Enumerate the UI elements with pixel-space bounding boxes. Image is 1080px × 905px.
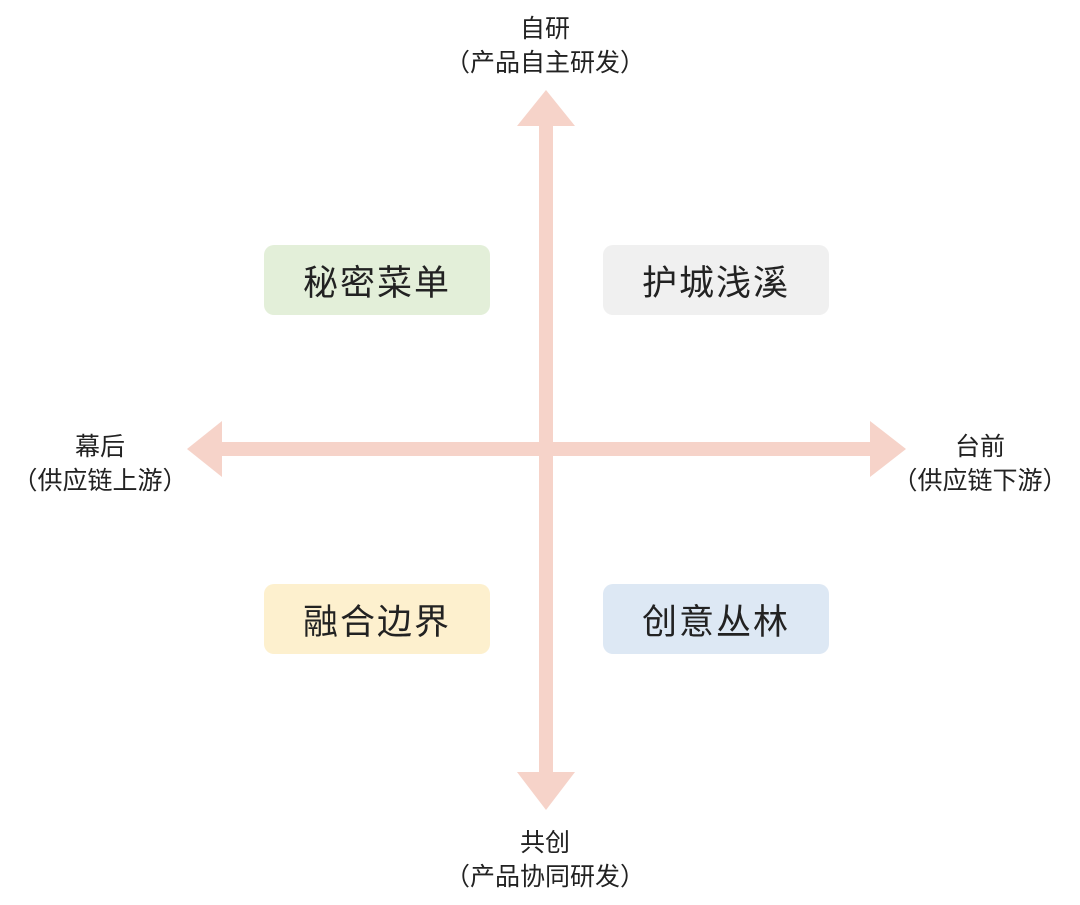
axis-label-left-title: 幕后 xyxy=(74,432,125,461)
axis-label-right: 台前 （供应链下游） xyxy=(880,430,1080,498)
quadrant-top-right-label: 护城浅溪 xyxy=(641,263,790,304)
axis-label-right-title: 台前 xyxy=(954,432,1005,461)
arrow-down-head xyxy=(517,772,575,810)
arrow-right-head xyxy=(870,421,906,477)
axis-label-right-subtitle: （供应链下游） xyxy=(892,466,1068,495)
axis-label-left-subtitle: （供应链上游） xyxy=(12,466,188,495)
axis-label-top: 自研 （产品自主研发） xyxy=(415,12,675,80)
quadrant-top-left: 秘密菜单 xyxy=(264,245,490,315)
quadrant-bottom-left-label: 融合边界 xyxy=(302,602,451,643)
axis-label-left: 幕后 （供应链上游） xyxy=(0,430,200,498)
quadrant-bottom-right: 创意丛林 xyxy=(603,584,829,654)
arrow-left-head xyxy=(187,421,222,477)
axis-label-bottom: 共创 （产品协同研发） xyxy=(415,826,675,894)
axis-label-bottom-subtitle: （产品协同研发） xyxy=(444,862,645,891)
axis-label-bottom-title: 共创 xyxy=(519,828,570,857)
horizontal-axis-shaft xyxy=(218,442,874,456)
quadrant-bottom-right-label: 创意丛林 xyxy=(641,602,790,643)
quadrant-top-right: 护城浅溪 xyxy=(603,245,829,315)
quadrant-top-left-label: 秘密菜单 xyxy=(302,263,451,304)
axis-label-top-subtitle: （产品自主研发） xyxy=(444,48,645,77)
arrow-up-head xyxy=(517,90,575,126)
axis-label-top-title: 自研 xyxy=(519,14,570,43)
quadrant-bottom-left: 融合边界 xyxy=(264,584,490,654)
